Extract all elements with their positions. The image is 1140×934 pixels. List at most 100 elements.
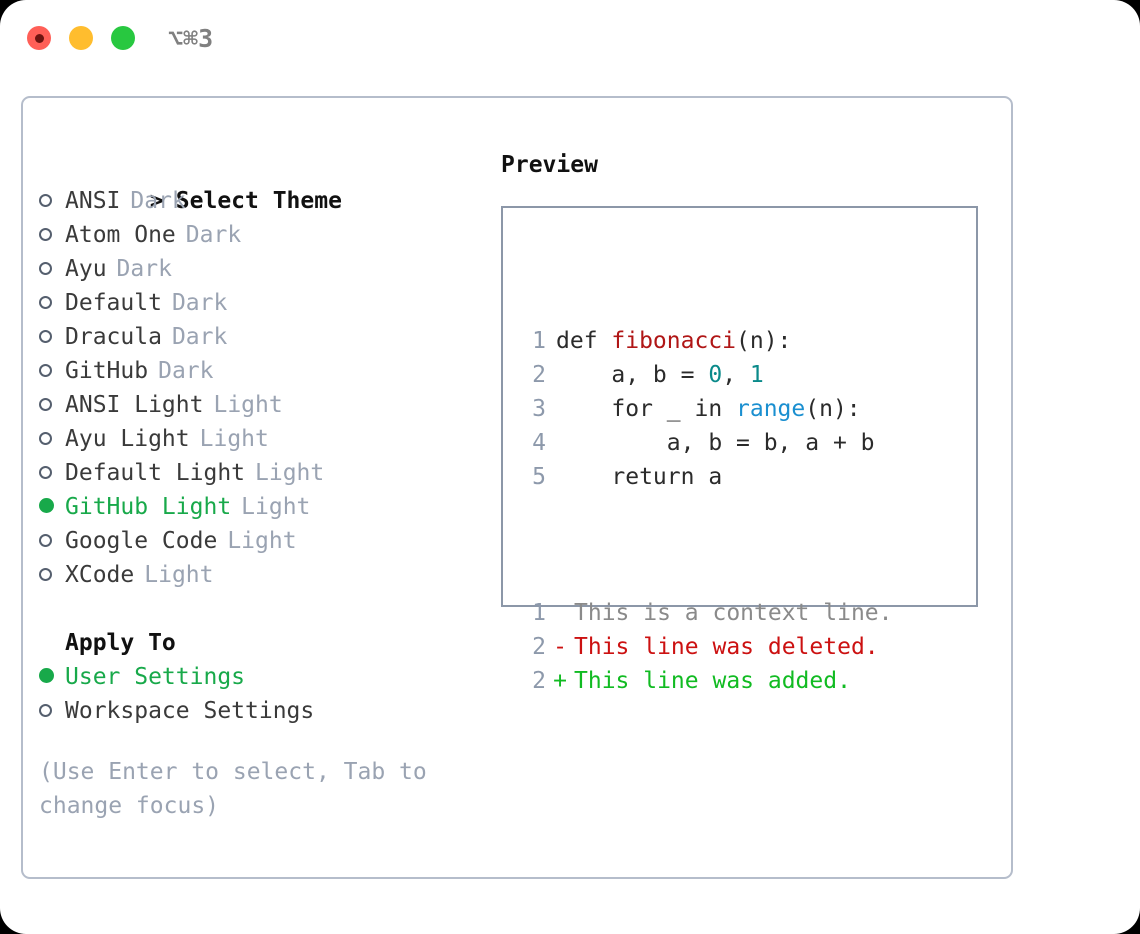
radio-unselected-dot xyxy=(39,194,52,207)
list-item[interactable]: ANSI Dark xyxy=(39,184,489,218)
code-token-fn: fibonacci xyxy=(611,328,737,354)
list-item-kind: Light xyxy=(199,426,269,452)
radio-selected-dot xyxy=(39,668,54,683)
code-token-plain: return a xyxy=(556,464,723,490)
diff-line: 2 + This line was added. xyxy=(518,664,893,698)
radio-unselected-icon xyxy=(39,252,65,286)
radio-unselected-dot xyxy=(39,432,52,445)
code-line-text: def fibonacci(n): xyxy=(546,328,791,354)
list-item-label: Default Light xyxy=(65,460,246,486)
list-item-label: Ayu xyxy=(65,256,107,282)
list-item-label: GitHub Light xyxy=(65,494,232,520)
radio-unselected-icon xyxy=(39,184,65,218)
list-item[interactable]: Ayu Light Light xyxy=(39,422,489,456)
code-line-number: 4 xyxy=(532,430,546,456)
code-line-number: 5 xyxy=(532,464,546,490)
theme-list-header: > Select Theme xyxy=(39,150,489,214)
code-line: 2 a, b = 0, 1 xyxy=(518,358,893,392)
code-line: 3 for _ in range(n): xyxy=(518,392,893,426)
code-line-number: 3 xyxy=(532,396,546,422)
radio-unselected-dot xyxy=(39,364,52,377)
radio-unselected-dot xyxy=(39,228,52,241)
list-item-kind: Light xyxy=(213,392,283,418)
diff-sign: + xyxy=(553,668,567,694)
list-item[interactable]: User Settings xyxy=(39,660,489,694)
code-token-plain: (n): xyxy=(736,328,792,354)
diff-line-text: This line was added. xyxy=(574,668,851,694)
list-item-kind: Dark xyxy=(116,256,172,282)
radio-unselected-dot xyxy=(39,398,52,411)
radio-unselected-icon xyxy=(39,354,65,388)
list-item-kind: Dark xyxy=(130,188,186,214)
code-line-text: return a xyxy=(546,464,722,490)
list-item-label: ANSI Light xyxy=(65,392,204,418)
code-line: 4 a, b = b, a + b xyxy=(518,426,893,460)
list-item-kind: Dark xyxy=(171,290,228,316)
minimize-button[interactable] xyxy=(69,26,93,50)
list-item[interactable]: Workspace Settings xyxy=(39,694,489,728)
code-token-plain: , xyxy=(722,362,750,388)
code-line-text: a, b = b, a + b xyxy=(546,430,875,456)
radio-unselected-dot xyxy=(39,330,52,343)
traffic-lights xyxy=(27,26,135,50)
zoom-button[interactable] xyxy=(111,26,135,50)
list-item[interactable]: Ayu Dark xyxy=(39,252,489,286)
list-item-label: ANSI xyxy=(65,188,121,214)
radio-unselected-icon xyxy=(39,388,65,422)
list-item[interactable]: ANSI Light Light xyxy=(39,388,489,422)
code-token-plain: def xyxy=(556,328,612,354)
section-spacer xyxy=(39,592,489,626)
radio-unselected-icon xyxy=(39,456,65,490)
code-token-call: range xyxy=(736,396,806,422)
list-item-label: User Settings xyxy=(65,664,246,690)
radio-unselected-icon xyxy=(39,694,65,728)
radio-unselected-icon xyxy=(39,558,65,592)
radio-unselected-icon xyxy=(39,422,65,456)
radio-unselected-dot xyxy=(39,296,52,309)
list-item-kind: Dark xyxy=(185,222,242,248)
list-item-label: Workspace Settings xyxy=(65,698,315,724)
list-item-label: Ayu Light xyxy=(65,426,190,452)
diff-sign xyxy=(546,596,574,630)
list-item[interactable]: Default Light Light xyxy=(39,456,489,490)
code-line-number: 2 xyxy=(532,362,546,388)
list-item-kind: Light xyxy=(227,528,297,554)
list-item-kind: Light xyxy=(144,562,214,588)
close-button[interactable] xyxy=(27,26,51,50)
title-bar: ⌥⌘3 xyxy=(0,0,1140,78)
radio-unselected-dot xyxy=(39,262,52,275)
apply-to-header: Apply To xyxy=(65,630,176,656)
list-item-label: Dracula xyxy=(65,324,162,350)
radio-unselected-dot xyxy=(39,568,52,581)
keyboard-shortcut-label: ⌥⌘3 xyxy=(168,24,214,53)
apply-to-list[interactable]: User Settings Workspace Settings xyxy=(39,660,489,728)
diff-line-number: 2 xyxy=(532,634,546,660)
diff-line-number: 2 xyxy=(532,668,546,694)
radio-selected-dot xyxy=(39,498,54,513)
code-token-num: 0 xyxy=(708,362,723,388)
list-item-kind: Light xyxy=(255,460,325,486)
radio-unselected-icon xyxy=(39,218,65,252)
diff-line: 2-This line was deleted. xyxy=(518,630,893,664)
code-line-number: 1 xyxy=(532,328,546,354)
theme-list-header-label: Select Theme xyxy=(175,188,342,214)
diff-line: 1 This is a context line. xyxy=(518,596,892,630)
code-token-plain: a, b = xyxy=(556,362,709,388)
radio-selected-icon xyxy=(39,660,65,694)
radio-unselected-dot xyxy=(39,466,52,479)
radio-selected-icon xyxy=(39,490,65,524)
list-item[interactable]: Default Dark xyxy=(39,286,489,320)
list-item-label: Default xyxy=(65,290,162,316)
